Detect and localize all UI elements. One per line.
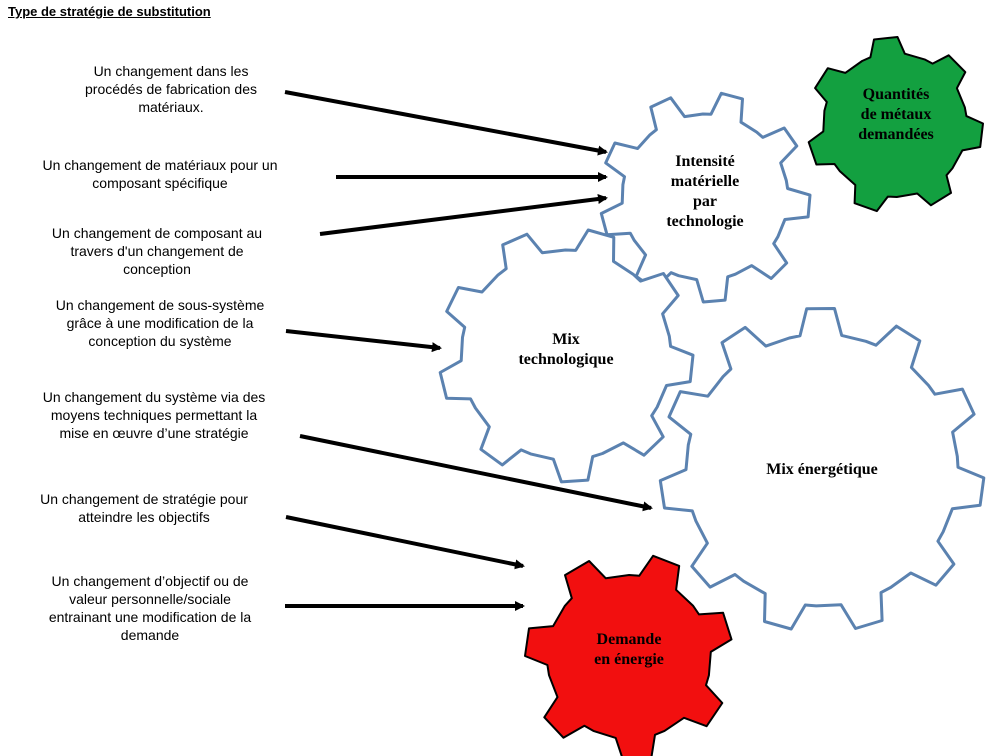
gear-label-quantites: Quantités de métaux demandées [830, 85, 962, 145]
gear-label-line: technologie [666, 213, 744, 230]
gear-demande [524, 554, 733, 756]
gear-label-line: par [693, 193, 717, 210]
gear-label-intensite: Intensité matérielle par technologie [642, 152, 768, 232]
strategy-label-line: travers d'un changement de [70, 243, 244, 259]
gear-mix-techno [438, 228, 695, 484]
gear-label-line: Intensité [675, 153, 735, 170]
strategy-label-s5: Un changement du système via des moyens t… [10, 388, 298, 442]
strategy-label-line: conception [123, 261, 191, 277]
strategy-label-s7: Un changement d’objectif ou de valeur per… [10, 572, 290, 644]
strategy-label-line: atteindre les objectifs [78, 509, 210, 525]
gear-mix-energie [658, 307, 986, 631]
strategy-label-line: Un changement dans les [93, 63, 249, 79]
gear-intensite [599, 91, 812, 304]
gear-label-line: Demande [596, 631, 662, 648]
gear-quantites [807, 36, 984, 213]
strategy-label-line: Un changement de composant au [51, 225, 263, 241]
arrow-s5 [299, 434, 653, 512]
diagram-heading: Type de stratégie de substitution [8, 4, 211, 19]
arrow-s4 [285, 329, 442, 353]
gear-label-line: de métaux [860, 106, 932, 123]
arrow-s1 [284, 90, 608, 156]
strategy-label-s6: Un changement de stratégie pour atteindre… [2, 490, 286, 526]
gear-label-line: matérielle [670, 173, 740, 190]
gear-label-mix-energie: Mix énergétique [718, 460, 926, 480]
strategy-label-line: valeur personnelle/sociale [69, 591, 231, 607]
strategy-label-line: Un changement de sous-système [55, 297, 265, 313]
strategy-label-line: grâce à une modification de la [66, 315, 254, 331]
strategy-label-line: conception du système [88, 333, 232, 349]
strategy-label-line: composant spécifique [92, 175, 228, 191]
gear-label-line: demandées [858, 126, 934, 143]
gear-label-demande: Demande en énergie [560, 630, 698, 670]
strategy-label-line: Un changement d’objectif ou de [51, 573, 249, 589]
strategy-label-line: moyens techniques permettant la [50, 407, 258, 423]
strategy-label-s1: Un changement dans les procédés de fabric… [66, 62, 276, 116]
gear-label-line: Quantités [862, 86, 930, 103]
strategy-label-line: procédés de fabrication des [85, 81, 257, 97]
strategy-label-s3: Un changement de composant au travers d'u… [22, 224, 292, 278]
strategy-label-line: mise en œuvre d’une stratégie [59, 425, 249, 441]
gear-label-line: en énergie [594, 651, 664, 668]
strategy-label-line: demande [120, 627, 180, 643]
arrow-s6 [285, 515, 525, 570]
gear-label-mix-techno: Mix technologique [486, 330, 646, 370]
strategy-label-line: Un changement du système via des [42, 389, 266, 405]
strategy-label-line: Un changement de stratégie pour [40, 491, 248, 507]
strategy-label-s2: Un changement de matériaux pour un compos… [2, 156, 318, 192]
arrow-s3 [319, 194, 608, 236]
strategy-label-s4: Un changement de sous-système grâce à une… [40, 296, 280, 350]
gear-label-line: technologique [518, 351, 614, 368]
gear-label-line: Mix énergétique [766, 461, 878, 478]
strategy-label-line: entrainant une modification de la [48, 609, 252, 625]
gear-label-line: Mix [552, 331, 580, 348]
strategy-label-line: Un changement de matériaux pour un [42, 157, 278, 173]
strategy-label-line: matériaux. [138, 99, 204, 115]
